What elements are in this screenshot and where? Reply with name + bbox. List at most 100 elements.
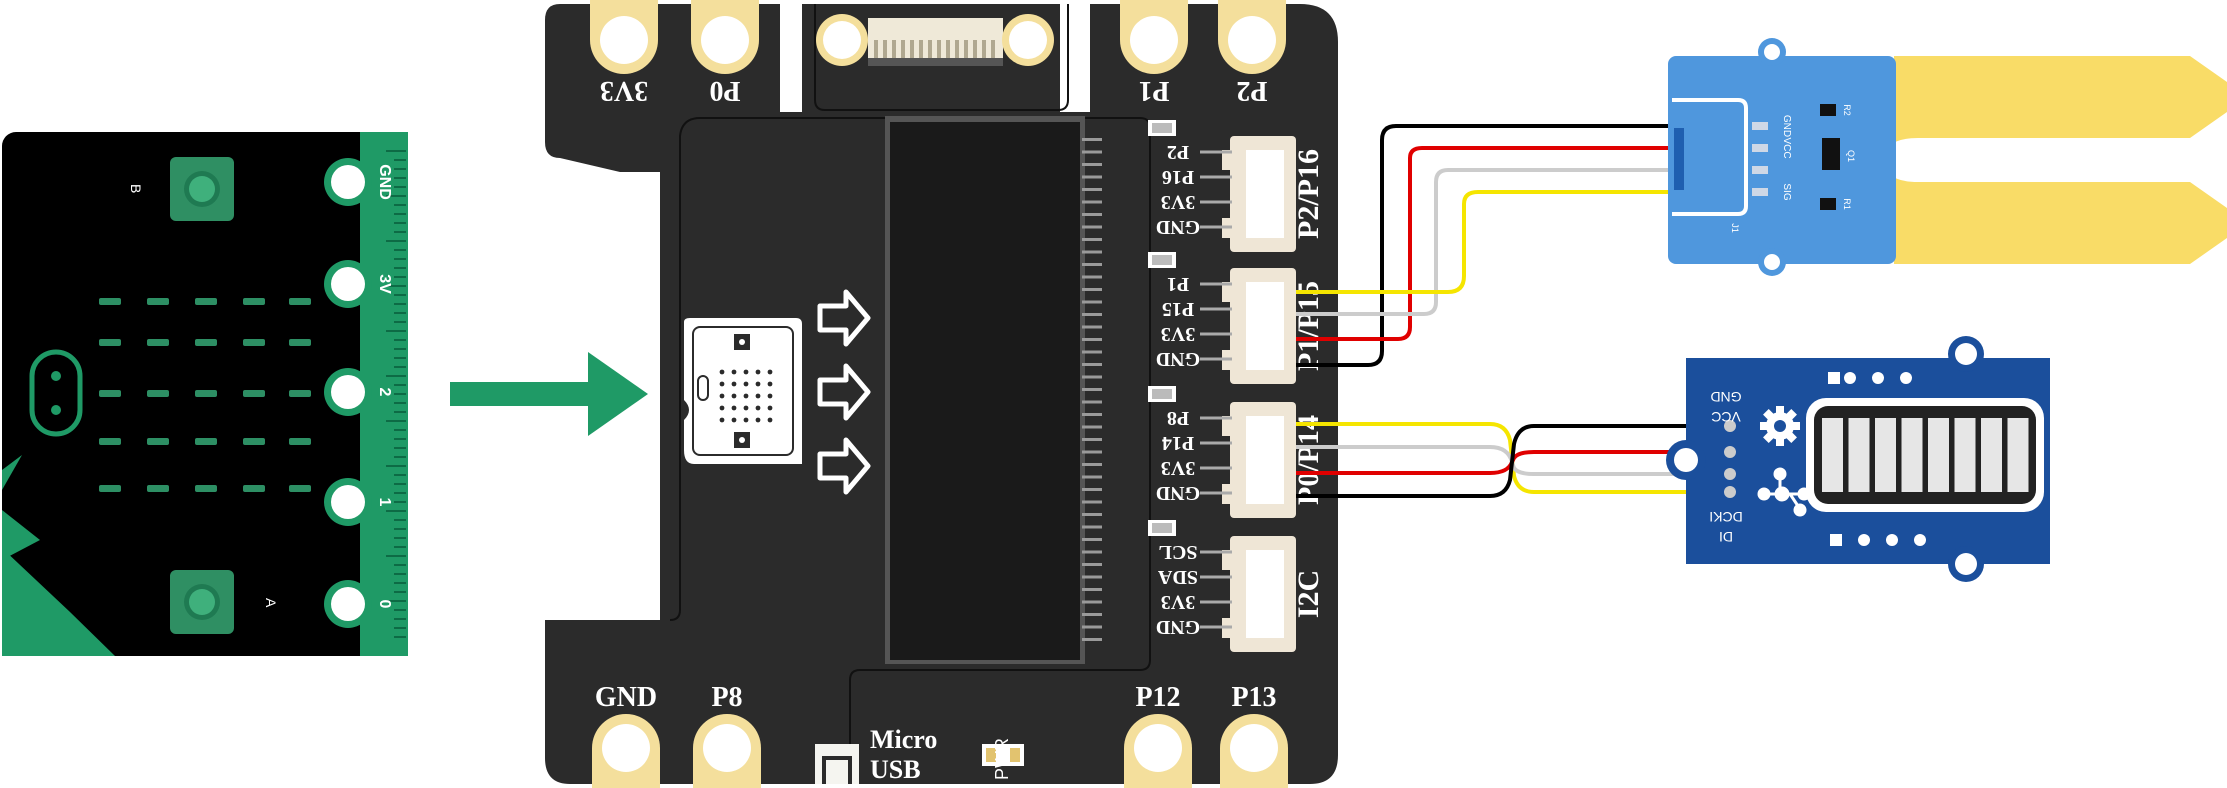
slot-pin xyxy=(1082,613,1102,616)
component-label: J1 xyxy=(1730,223,1740,233)
microbit-button-b[interactable] xyxy=(170,157,234,221)
micro-usb-label: USB xyxy=(870,755,921,784)
expansion-board-outline xyxy=(669,117,1151,784)
ruler-tick xyxy=(394,582,406,584)
led-segment xyxy=(2007,418,2029,492)
ruler-tick xyxy=(394,564,406,566)
ruler-tick xyxy=(394,258,406,260)
direction-arrow xyxy=(450,352,648,436)
ruler-tick xyxy=(394,411,406,413)
slot-pin xyxy=(1082,225,1102,229)
led-pin-label: DCKI xyxy=(1709,509,1742,525)
slot-pin xyxy=(1082,275,1102,279)
port-pin-label: SDA xyxy=(1157,566,1198,588)
slot-pin xyxy=(1082,325,1102,329)
slot-pin xyxy=(1082,138,1102,141)
microbit-icon xyxy=(684,318,802,464)
ruler-tick xyxy=(394,249,406,251)
slot-pin xyxy=(1082,175,1102,179)
sensor-pin xyxy=(1752,166,1768,174)
port-pin-label: 3V3 xyxy=(1161,323,1195,345)
port-pin-label: 3V3 xyxy=(1161,191,1195,213)
sensor-pin xyxy=(1752,144,1768,152)
led-pin-label: GND xyxy=(1710,389,1741,405)
port-pin-label: GND xyxy=(1156,348,1200,370)
ruler-tick xyxy=(394,573,406,575)
ruler-tick xyxy=(394,609,406,611)
led xyxy=(195,339,217,346)
microbit-pin-label: GND xyxy=(376,164,393,200)
microbit-corner-shape xyxy=(2,455,22,490)
pad-p12: P12 xyxy=(1124,682,1192,788)
led xyxy=(147,438,169,445)
led-segment xyxy=(1928,418,1949,492)
slot-pin xyxy=(1082,575,1102,579)
ruler-tick xyxy=(394,321,406,323)
port-pin-label: 3V3 xyxy=(1161,591,1195,613)
ruler-tick xyxy=(394,339,406,341)
led xyxy=(99,298,121,305)
wire-red xyxy=(1296,146,1680,341)
led-segment xyxy=(1981,418,2002,492)
microbit-pin-label: 2 xyxy=(376,388,393,397)
slot-pin xyxy=(1082,463,1102,466)
ruler-tick xyxy=(386,285,406,287)
led-bar-segments xyxy=(1822,418,2029,492)
port-pin-label: P2 xyxy=(1167,141,1189,163)
microbit-button-a[interactable] xyxy=(170,570,234,634)
ruler-tick xyxy=(394,276,406,278)
slot-pin xyxy=(1082,213,1102,216)
ruler-tick xyxy=(386,150,406,152)
slot-pin xyxy=(1082,238,1102,241)
expansion-board-outline xyxy=(814,4,1069,111)
ruler-tick xyxy=(394,627,406,629)
slot-pin xyxy=(1082,350,1102,354)
pad-label: P8 xyxy=(711,682,742,713)
moisture-probe-fork xyxy=(1884,56,2227,264)
led xyxy=(99,339,121,346)
led xyxy=(289,339,311,346)
pad-3v3: 3V3 xyxy=(590,0,658,106)
port-name: P2/P16 xyxy=(1292,149,1325,239)
ruler-tick xyxy=(394,528,406,530)
led xyxy=(99,390,121,397)
slot-pin xyxy=(1082,450,1102,454)
led-segment xyxy=(1848,418,1870,492)
ruler-tick xyxy=(386,420,406,422)
arrow-right-icon xyxy=(817,437,871,495)
microbit-pin-gnd: GND xyxy=(324,158,393,206)
slot-pin xyxy=(1082,563,1102,566)
pad-label: P2 xyxy=(1236,75,1267,106)
slot-pin xyxy=(1082,588,1102,591)
led xyxy=(195,438,217,445)
microbit-pin-label: 3V xyxy=(376,274,393,294)
led xyxy=(195,298,217,305)
microbit-edge-ticks xyxy=(386,150,406,638)
pad-p0: P0 xyxy=(691,0,759,106)
ruler-tick xyxy=(394,186,406,188)
port-pin-label: 3V3 xyxy=(1161,457,1195,479)
ruler-tick xyxy=(394,393,406,395)
led xyxy=(243,438,265,445)
slot-pin xyxy=(1082,288,1102,291)
port-pin-label: P8 xyxy=(1167,407,1189,429)
sensor-pin xyxy=(1752,188,1768,196)
wire-yellow xyxy=(1296,422,1690,494)
gear-icon xyxy=(1760,406,1800,446)
ruler-tick xyxy=(394,474,406,476)
ruler-tick xyxy=(386,555,406,557)
led xyxy=(147,339,169,346)
component-label: R1 xyxy=(1842,198,1852,210)
ruler-tick xyxy=(394,519,406,521)
ruler-tick xyxy=(394,492,406,494)
ruler-tick xyxy=(394,213,406,215)
ruler-tick xyxy=(394,402,406,404)
led-pin-label: VCC xyxy=(1711,409,1741,425)
wire-black xyxy=(1296,124,1680,367)
